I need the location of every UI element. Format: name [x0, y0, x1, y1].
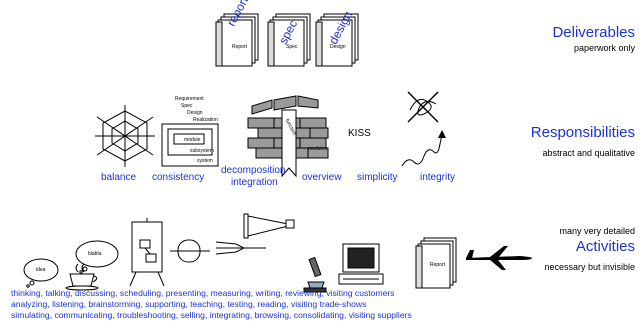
- activities-subtitle: necessary but invisible: [544, 262, 635, 272]
- deliverables-title: Deliverables: [552, 24, 635, 41]
- integrity-label: integrity: [420, 172, 456, 183]
- connector-icon: [215, 241, 266, 255]
- wall-modules-label: modules: [308, 146, 327, 152]
- responsibilities-title: Responsibilities: [530, 124, 635, 141]
- thought-bubble-large-icon: [75, 240, 119, 274]
- consistency-step-realization: Realization: [193, 117, 218, 123]
- balance-web-icon: [95, 105, 155, 167]
- thought-bubble-large-text: blabla: [88, 251, 102, 257]
- activities-line-3: simulating, communicating, troubleshooti…: [11, 310, 412, 320]
- activities-line-2: analyzing, listening, brainstorming, sup…: [11, 299, 367, 309]
- activities-title: Activities: [575, 238, 635, 255]
- kiss-label: KISS: [348, 128, 371, 139]
- report-document-icon: [215, 13, 259, 67]
- consistency-boxes-icon: [161, 123, 219, 167]
- decomposition-label: decomposition: [221, 165, 286, 176]
- crossed-tangle-icon: [407, 91, 439, 123]
- spec-caption: Spec: [286, 44, 298, 50]
- activities-line-1: thinking, talking, discussing, schedulin…: [11, 288, 395, 298]
- coffee-cup-icon: [65, 263, 99, 291]
- projector-icon: [243, 213, 295, 239]
- airplane-icon: [466, 246, 532, 270]
- balance-label: balance: [101, 172, 137, 183]
- thought-bubble-small-text: idea: [36, 267, 46, 273]
- integration-label: integration: [231, 177, 278, 188]
- integrity-squiggle-icon: [401, 130, 446, 167]
- consistency-step-requirement: Requirement: [175, 96, 204, 102]
- brick-wall-icon: [247, 95, 329, 178]
- deliverables-subtitle: paperwork only: [573, 43, 635, 53]
- consistency-step-design: Design: [187, 110, 203, 116]
- responsibilities-subtitle: abstract and qualitative: [542, 148, 635, 158]
- thought-bubble-small-icon: [23, 258, 59, 288]
- consistency-box-system: system: [197, 158, 213, 164]
- design-caption: Design: [330, 44, 346, 50]
- consistency-box-module: module: [184, 137, 201, 143]
- simplicity-label: simplicity: [357, 172, 398, 183]
- flipchart-icon: [129, 218, 165, 287]
- consistency-step-spec: Spec: [181, 103, 193, 109]
- activities-report-icon: [415, 237, 457, 289]
- activities-report-caption: Report: [430, 262, 446, 268]
- consistency-box-subsystem: subsystem: [190, 148, 214, 154]
- report-caption: Report: [232, 44, 248, 50]
- spec-document-icon: [267, 13, 311, 67]
- computer-icon: [338, 243, 384, 285]
- design-document-icon: [315, 13, 359, 67]
- consistency-label: consistency: [152, 172, 205, 183]
- overview-label: overview: [302, 172, 342, 183]
- microscope-icon: [303, 256, 327, 293]
- activities-pretext: many very detailed: [559, 226, 635, 236]
- component-icon: [170, 239, 210, 263]
